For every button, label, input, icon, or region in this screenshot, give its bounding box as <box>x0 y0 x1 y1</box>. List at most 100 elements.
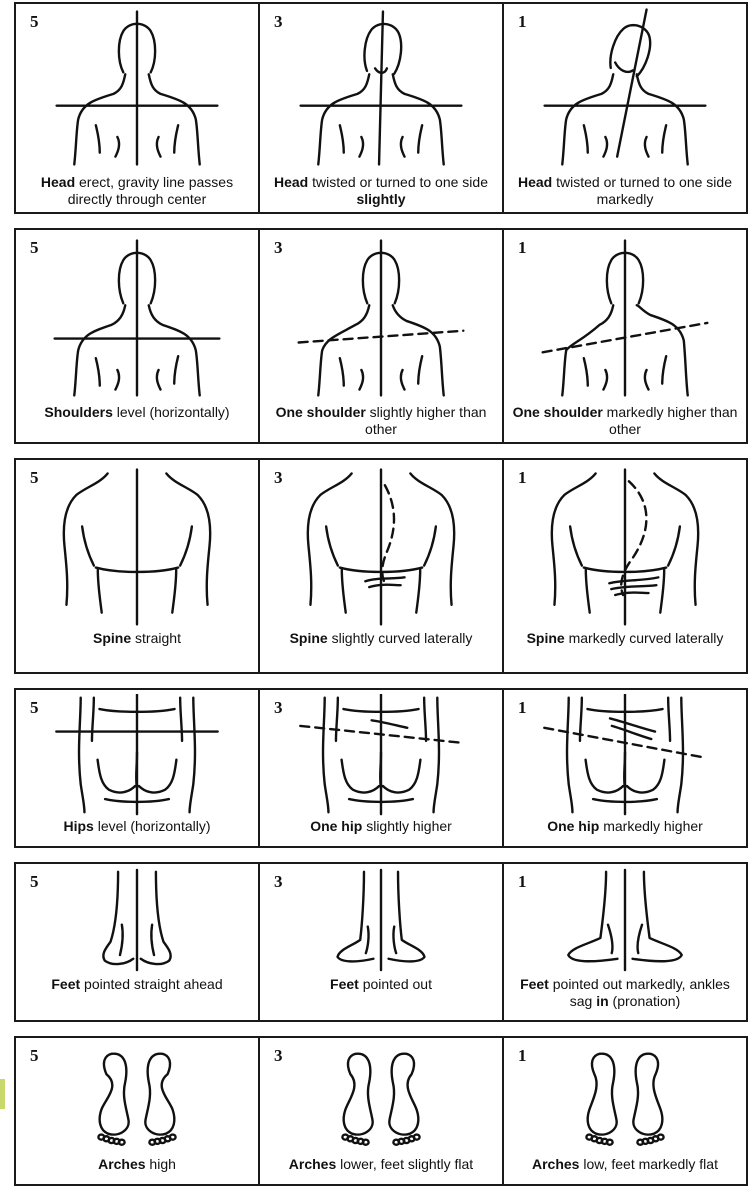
caption-text: level (horizontally) <box>94 818 211 834</box>
feet-posture-illustration <box>286 868 476 972</box>
posture-caption: One shoulder markedly higher than other <box>508 404 742 438</box>
posture-caption: One hip slightly higher <box>264 818 498 835</box>
caption-keyword: Spine <box>93 630 131 646</box>
shoulders-posture-illustration <box>39 236 235 400</box>
caption-keyword: Feet <box>51 976 80 992</box>
score-label: 3 <box>274 468 283 488</box>
posture-caption: One hip markedly higher <box>508 818 742 835</box>
arches-posture-illustration <box>296 1044 466 1152</box>
score-label: 1 <box>518 12 527 32</box>
posture-caption: Spine slightly curved laterally <box>264 630 498 647</box>
shoulders-posture-illustration <box>527 236 723 400</box>
hips-posture-illustration <box>527 694 723 816</box>
posture-caption: One shoulder slightly higher than other <box>264 404 498 438</box>
edge-color-mark <box>0 1079 5 1109</box>
score-label: 3 <box>274 698 283 718</box>
head-posture-illustration <box>283 8 479 168</box>
score-label: 3 <box>274 1046 283 1066</box>
score-label: 3 <box>274 872 283 892</box>
caption-text: markedly higher than other <box>603 404 738 437</box>
caption-keyword: One hip <box>547 818 599 834</box>
spine-posture-illustration <box>39 466 235 626</box>
score-label: 5 <box>30 872 39 892</box>
caption-text: markedly higher <box>599 818 703 834</box>
score-label: 3 <box>274 12 283 32</box>
caption-text: markedly curved laterally <box>565 630 724 646</box>
caption-keyword: Spine <box>527 630 565 646</box>
score-label: 3 <box>274 238 283 258</box>
posture-caption: Head twisted or turned to one side marke… <box>508 174 742 208</box>
caption-keyword: Arches <box>98 1156 145 1172</box>
caption-text: twisted or turned to one side markedly <box>552 174 732 207</box>
caption-text: high <box>146 1156 176 1172</box>
caption-keyword: One hip <box>310 818 362 834</box>
caption-text: level (horizontally) <box>113 404 230 420</box>
caption-text: slightly higher <box>362 818 452 834</box>
posture-caption: Head erect, gravity line passes directly… <box>20 174 254 208</box>
hips-posture-illustration <box>283 694 479 816</box>
score-label: 5 <box>30 12 39 32</box>
caption-keyword: Arches <box>289 1156 336 1172</box>
posture-row-arches: 5Arches high 3Arches lower, feet slightly… <box>14 1036 748 1186</box>
arches-posture-illustration <box>540 1044 710 1152</box>
caption-text: slightly higher than other <box>365 404 486 437</box>
caption-text: pointed straight ahead <box>80 976 222 992</box>
caption-text: twisted or turned to one side <box>308 174 488 190</box>
posture-caption: Feet pointed out markedly, ankles sag in… <box>508 976 742 1010</box>
caption-text: (pronation) <box>609 993 681 1009</box>
head-posture-illustration <box>527 8 723 168</box>
caption-text: lower, feet slightly flat <box>336 1156 473 1172</box>
arches-posture-illustration <box>52 1044 222 1152</box>
caption-keyword: slightly <box>356 191 405 207</box>
shoulders-posture-illustration <box>283 236 479 400</box>
posture-caption: Spine markedly curved laterally <box>508 630 742 647</box>
caption-keyword: in <box>596 993 608 1009</box>
caption-text: erect, gravity line passes directly thro… <box>68 174 233 207</box>
head-posture-illustration <box>39 8 235 168</box>
score-label: 5 <box>30 238 39 258</box>
score-label: 1 <box>518 1046 527 1066</box>
spine-posture-illustration <box>283 466 479 626</box>
score-label: 5 <box>30 698 39 718</box>
posture-caption: Arches high <box>20 1156 254 1173</box>
caption-keyword: Feet <box>330 976 359 992</box>
caption-keyword: Head <box>41 174 75 190</box>
spine-posture-illustration <box>527 466 723 626</box>
caption-keyword: Shoulders <box>44 404 112 420</box>
caption-keyword: Arches <box>532 1156 579 1172</box>
score-label: 1 <box>518 698 527 718</box>
score-label: 5 <box>30 468 39 488</box>
score-label: 1 <box>518 238 527 258</box>
posture-caption: Shoulders level (horizontally) <box>20 404 254 421</box>
posture-caption: Spine straight <box>20 630 254 647</box>
posture-caption: Feet pointed out <box>264 976 498 993</box>
caption-text: low, feet markedly flat <box>579 1156 718 1172</box>
score-label: 5 <box>30 1046 39 1066</box>
hips-posture-illustration <box>39 694 235 816</box>
posture-caption: Hips level (horizontally) <box>20 818 254 835</box>
posture-caption: Arches low, feet markedly flat <box>508 1156 742 1173</box>
posture-caption: Head twisted or turned to one side sligh… <box>264 174 498 208</box>
caption-keyword: Spine <box>290 630 328 646</box>
caption-keyword: Head <box>518 174 552 190</box>
